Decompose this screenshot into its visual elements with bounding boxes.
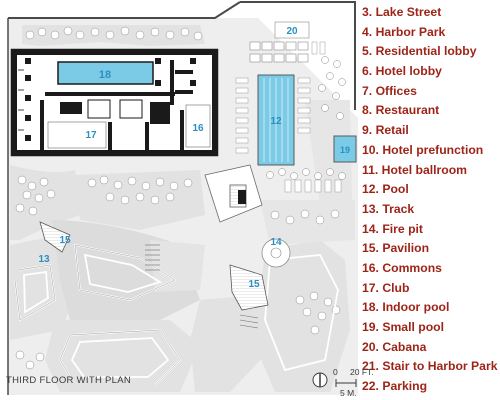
roof-edge-top [8, 1, 241, 19]
legend-item: 6. Hotel lobby [362, 64, 442, 79]
main-building [10, 48, 219, 157]
landscape-south [45, 320, 200, 392]
label-pavilion-south: 15 [248, 279, 260, 290]
legend-item: 7. Offices [362, 83, 417, 98]
legend-item: 16. Commons [362, 260, 442, 275]
north-arrow [312, 372, 328, 388]
legend-item: 20. Cabana [362, 339, 427, 354]
landscape-center [150, 240, 205, 292]
legend-item: 19. Small pool [362, 320, 444, 334]
label-commons: 16 [192, 123, 204, 134]
scale-feet: 20 FT. [350, 367, 374, 377]
label-small-pool: 19 [340, 145, 350, 155]
landscape-east-lower [260, 200, 355, 245]
central-stair [204, 164, 263, 223]
label-track: 13 [38, 254, 50, 265]
legend-item: 4. Harbor Park [362, 24, 446, 39]
legend-item: 10. Hotel prefunction [362, 142, 484, 157]
legend-item: 9. Retail [362, 123, 409, 138]
scale-meters: 5 M. [340, 388, 357, 398]
cabana-area [249, 21, 310, 63]
label-indoor-pool: 18 [99, 69, 111, 81]
legend-item: 13. Track [362, 201, 415, 216]
landscape-bottom-center [190, 295, 270, 392]
legend-item: 12. Pool [362, 182, 409, 197]
label-cabana: 20 [286, 26, 298, 37]
legend-list: 3. Lake Street 4. Harbor Park 5. Residen… [362, 3, 498, 397]
stair-to-harbor-park [145, 244, 259, 329]
label-fire-pit: 14 [270, 237, 282, 248]
legend-item: 11. Hotel ballroom [362, 162, 467, 177]
pavilion-west [39, 221, 71, 253]
scale-zero: 0 [333, 367, 338, 377]
track-path-outline [14, 244, 181, 386]
legend-item: 21. Stair to Harbor Park [362, 359, 498, 374]
legend-item: 15. Pavilion [362, 241, 430, 256]
indoor-pool-water [57, 61, 154, 85]
label-club: 17 [85, 130, 97, 141]
small-pool-water [333, 135, 357, 163]
plan-caption: THIRD FLOOR WITH PLAN [6, 375, 132, 386]
legend-item: 22. Parking [362, 379, 428, 394]
pavilion-south [229, 264, 269, 311]
legend-item: 14. Fire pit [362, 221, 423, 236]
legend-item: 18. Indoor pool [362, 300, 450, 315]
club-room [47, 121, 107, 149]
landscape-south-west [10, 235, 70, 340]
legend-item: 3. Lake Street [362, 5, 442, 19]
lounge-chairs [235, 41, 342, 193]
scale-bar [335, 379, 357, 387]
legend-item: 5. Residential lobby [362, 44, 477, 59]
legend-item: 17. Club [362, 280, 410, 295]
legend-item: 8. Restaurant [362, 103, 440, 118]
label-pool: 12 [270, 116, 282, 127]
roof-edge-right [240, 1, 356, 110]
label-pavilion-west: 15 [59, 235, 71, 246]
commons-room [185, 104, 211, 148]
